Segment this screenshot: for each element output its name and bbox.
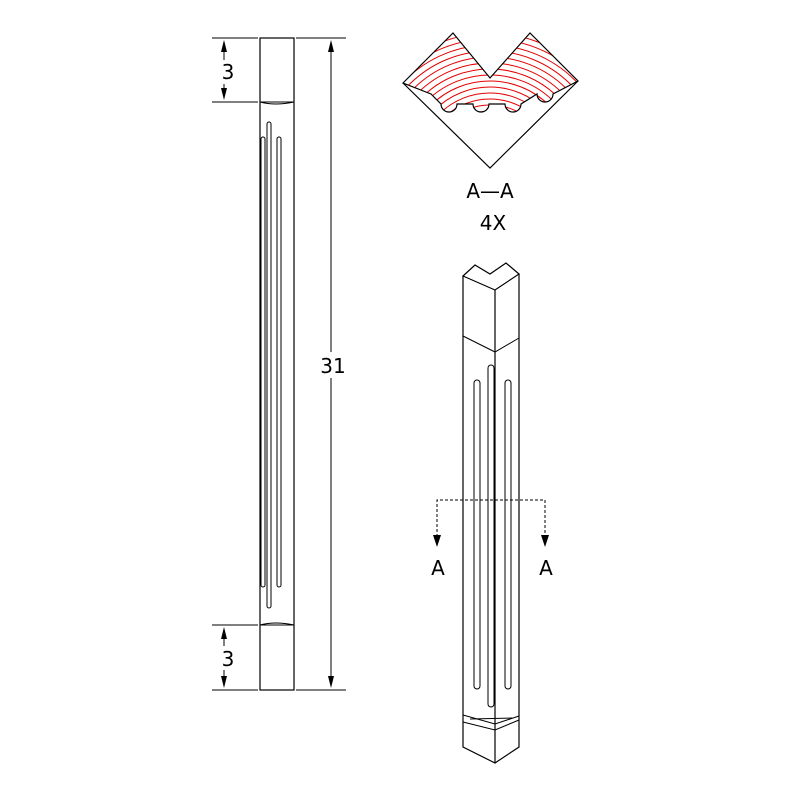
arrow-down-icon [433, 535, 441, 547]
arrow-down-icon [541, 535, 549, 547]
section-profile [401, 32, 580, 113]
arrow-down-icon [328, 676, 334, 688]
section-title: A—A [466, 179, 514, 203]
section-back-corner [402, 80, 579, 169]
column-outline [259, 37, 295, 691]
cut-label-right: A [539, 556, 553, 580]
iso-flute-right [504, 379, 512, 690]
iso-side-edges [462, 274, 520, 722]
iso-lower-transition [462, 714, 520, 725]
cut-line [436, 499, 546, 537]
iso-bottom-block [462, 718, 520, 764]
arrow-up-icon [221, 627, 227, 639]
label-bg [318, 352, 346, 378]
wood-grain-hatch [403, 33, 578, 112]
iso-bottom-chamfer-edge [462, 719, 520, 731]
arrow-down-icon [221, 676, 227, 688]
flute-right [276, 136, 282, 588]
section-cut: A A [431, 499, 553, 580]
dimension-top: 3 [212, 37, 258, 103]
iso-flute-center [487, 364, 495, 708]
label-bg [216, 646, 232, 670]
label-bg [216, 60, 232, 84]
dim-bottom-label: 3 [222, 647, 235, 671]
iso-view [461, 262, 520, 764]
iso-flute-left [473, 379, 481, 690]
top-chamfer [259, 101, 295, 105]
front-view [259, 37, 295, 691]
arrow-down-icon [221, 88, 227, 100]
dimension-total: 31 [296, 37, 346, 691]
cut-label-left: A [431, 556, 445, 580]
flute-left [260, 136, 266, 588]
dim-top-label: 3 [222, 60, 235, 84]
flute-center [266, 121, 272, 609]
arrow-up-icon [328, 40, 334, 52]
bottom-chamfer [259, 622, 295, 626]
iso-lower-chamfer [469, 717, 513, 720]
arrow-up-icon [221, 40, 227, 52]
iso-upper-transition [462, 335, 520, 353]
section-qty: 4X [480, 211, 507, 235]
iso-top-end [461, 262, 520, 291]
section-view: A—A 4X [401, 32, 580, 235]
dimension-bottom: 3 [212, 624, 258, 691]
dim-total-label: 31 [320, 354, 345, 378]
